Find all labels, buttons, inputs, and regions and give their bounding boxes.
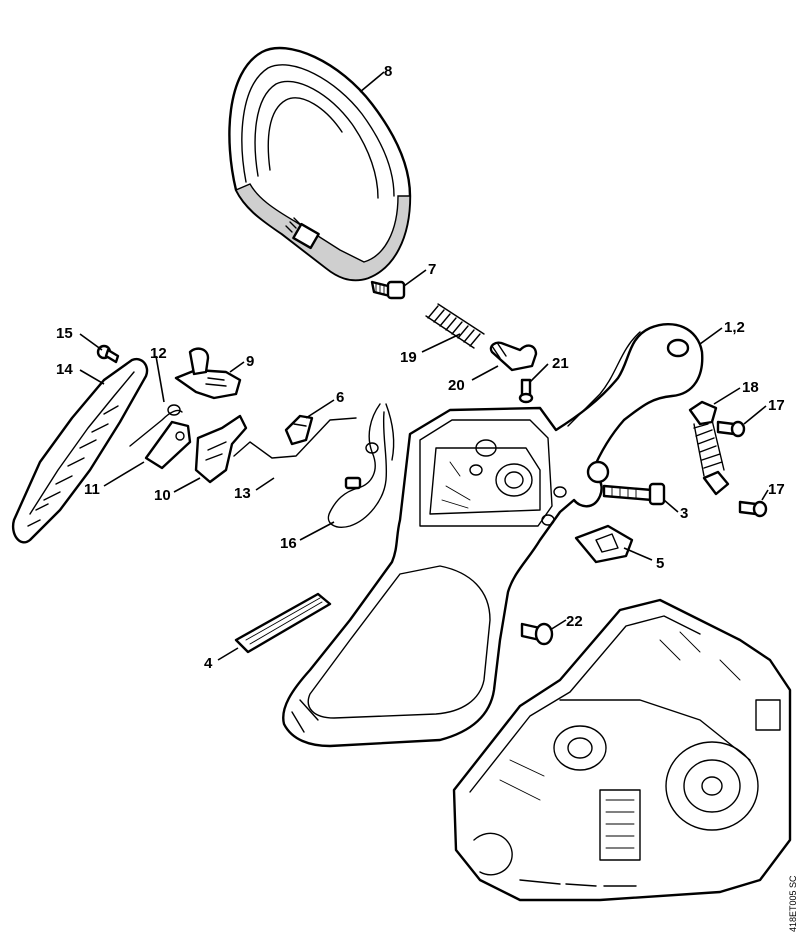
callout-14: 14 bbox=[56, 361, 73, 378]
trigger-part-10 bbox=[194, 414, 248, 484]
callout-labels: 8 7 15 12 9 14 6 19 1,2 21 20 18 17 11 1… bbox=[56, 63, 785, 672]
leader-lines bbox=[79, 71, 769, 661]
callout-7: 7 bbox=[428, 261, 436, 278]
screw-part-21 bbox=[518, 378, 534, 404]
catch-part-9 bbox=[174, 347, 242, 400]
engine-housing-background bbox=[452, 598, 792, 902]
cover-part-14 bbox=[11, 357, 149, 544]
buffer-spring-part-18 bbox=[688, 400, 730, 496]
spring-part-19 bbox=[425, 303, 485, 349]
callout-22: 22 bbox=[566, 613, 583, 630]
callout-10: 10 bbox=[154, 487, 171, 504]
callout-8: 8 bbox=[384, 63, 392, 80]
clip-part-6 bbox=[284, 414, 314, 446]
callout-15: 15 bbox=[56, 325, 73, 342]
callout-4: 4 bbox=[204, 655, 213, 672]
cable-harness-part-16 bbox=[327, 403, 395, 528]
lever-part-11 bbox=[144, 420, 192, 470]
wire-spring-part-12 bbox=[129, 404, 183, 447]
callout-11: 11 bbox=[84, 481, 100, 498]
callout-5: 5 bbox=[656, 555, 664, 572]
callout-18: 18 bbox=[742, 379, 759, 396]
callout-16: 16 bbox=[280, 535, 297, 552]
switch-part-5 bbox=[574, 524, 634, 564]
spring-holder-part-20 bbox=[489, 341, 538, 372]
callout-20: 20 bbox=[448, 377, 465, 394]
callout-9: 9 bbox=[246, 353, 254, 370]
plate-part-4 bbox=[234, 592, 332, 654]
callout-3: 3 bbox=[680, 505, 688, 522]
rear-handle-housing-part bbox=[282, 323, 704, 748]
callout-6: 6 bbox=[336, 389, 344, 406]
callout-17-lower: 17 bbox=[768, 481, 785, 498]
callout-21: 21 bbox=[552, 355, 569, 372]
callout-17-upper: 17 bbox=[768, 397, 785, 414]
callout-12: 12 bbox=[150, 345, 167, 362]
callout-13: 13 bbox=[234, 485, 251, 502]
screw-part-7 bbox=[370, 280, 406, 300]
screw-part-22 bbox=[520, 622, 554, 646]
front-handle-bar-part bbox=[228, 46, 412, 282]
screw-part-17-upper bbox=[716, 420, 746, 438]
bolt-part-3 bbox=[602, 482, 666, 506]
screw-part-17-lower bbox=[738, 500, 768, 518]
callout-1-2: 1,2 bbox=[724, 319, 745, 336]
drawing-code: 418ET005 SC bbox=[788, 875, 798, 932]
throttle-rod-part-13 bbox=[233, 417, 357, 459]
callout-19: 19 bbox=[400, 349, 417, 366]
